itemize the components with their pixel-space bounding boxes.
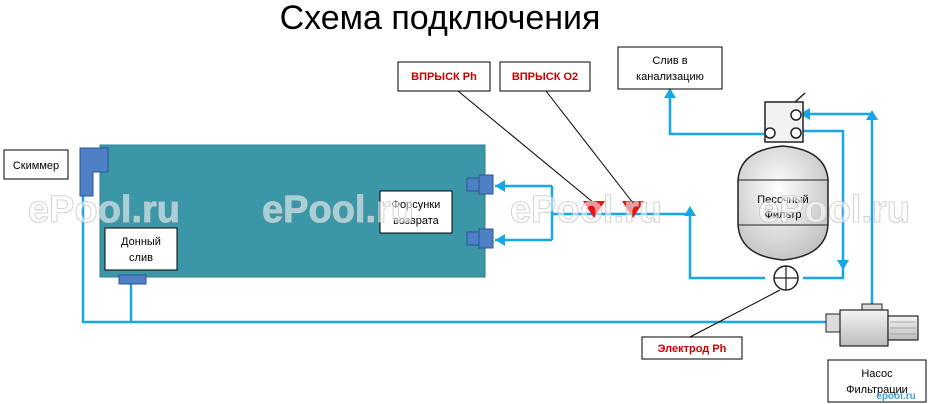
watermark-2: ePool.ru xyxy=(262,189,414,231)
sand-filter xyxy=(737,92,829,291)
sand-filter-label-line2: Фильтр xyxy=(765,209,802,221)
arrow-from-filter xyxy=(837,260,849,270)
sewer-drain-label-line2: канализацию xyxy=(636,71,704,83)
diagram-title: Схема подключения xyxy=(280,0,601,37)
injection-ph-marker xyxy=(583,201,605,218)
bottom-drain-box xyxy=(104,227,178,271)
filtration-pump xyxy=(825,303,919,347)
arrow-pump-up xyxy=(866,110,878,120)
bottom-drain-label-line1: Донный xyxy=(121,236,161,248)
pump-label-line1: Насос xyxy=(861,368,893,380)
arrow-to-filter-valve xyxy=(800,108,810,120)
watermark-4: ePool.ru xyxy=(758,189,910,231)
skimmer-fitting xyxy=(79,147,109,197)
bottom-drain-fitting xyxy=(118,274,147,285)
arrow-to-nozzle-bottom xyxy=(495,234,505,246)
arrow-to-sewer xyxy=(664,88,676,98)
arrow-to-return xyxy=(684,206,696,216)
electrode-leader-line xyxy=(689,289,781,338)
injection-o2-marker xyxy=(622,201,644,218)
electrode-ph-label: Электрод Ph xyxy=(658,343,727,355)
watermark-1: ePool.ru xyxy=(28,189,180,231)
sand-filter-label-line1: Песочный xyxy=(757,194,808,206)
injection-leader-lines xyxy=(457,90,634,204)
arrow-to-nozzle-top xyxy=(495,180,505,192)
pump-label-line2: Фильтрации xyxy=(846,384,908,396)
injection-ph-label: ВПРЫСК Ph xyxy=(411,71,477,83)
bottom-drain-label-line2: слив xyxy=(129,252,153,264)
watermarks: ePool.ru ePool.ru ePool.ru ePool.ru xyxy=(28,189,911,232)
return-nozzles-label-line2: возврата xyxy=(393,215,440,227)
return-nozzles-label-line1: Форсунки xyxy=(392,199,441,211)
pipework xyxy=(81,94,874,324)
skimmer-label: Скиммер xyxy=(13,160,59,172)
return-nozzle-fittings xyxy=(466,174,494,249)
injection-markers xyxy=(583,201,644,218)
return-nozzles-box xyxy=(379,190,453,234)
corner-logo: epool.ru xyxy=(876,391,915,402)
watermark-3: ePool.ru xyxy=(510,189,662,231)
injection-o2-label: ВПРЫСК О2 xyxy=(512,71,578,83)
sewer-drain-label-line1: Слив в xyxy=(652,55,687,67)
